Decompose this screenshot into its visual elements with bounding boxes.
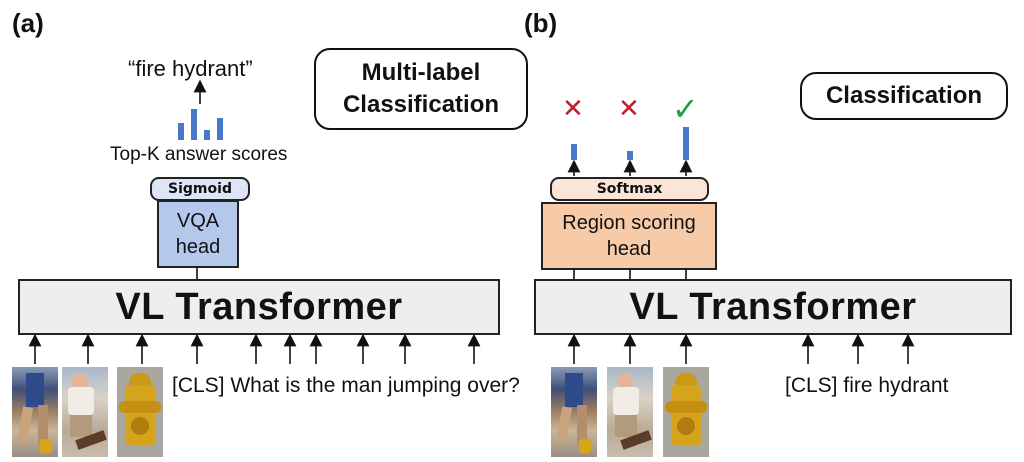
region-scoring-head-box: Region scoring head [541, 202, 717, 270]
top-k-scores-label: Top-K answer scores [110, 144, 288, 165]
score-bar [204, 130, 210, 140]
vl-transformer-b-label: VL Transformer [629, 285, 917, 328]
score-bar [191, 109, 197, 140]
vqa-head-line-2: head [175, 236, 221, 258]
question-input-text: [CLS] What is the man jumping over? [172, 374, 520, 397]
score-bar [178, 123, 184, 140]
image-region-person-2 [62, 367, 108, 457]
image-region-fire-hydrant-b [663, 367, 709, 457]
vl-transformer-b: VL Transformer [534, 279, 1012, 335]
softmax-box: Softmax [550, 177, 709, 201]
image-region-person-1-b [551, 367, 597, 457]
classification-box: Classification [800, 72, 1008, 120]
cross-mark-2: ✕ [618, 94, 640, 124]
multi-label-classification-box: Multi-label Classification [314, 48, 528, 130]
region-score-bar [627, 151, 633, 160]
cross-mark-1: ✕ [562, 94, 584, 124]
softmax-label: Softmax [596, 181, 663, 197]
task-box-line-1: Multi-label [361, 59, 481, 86]
task-box-line-2: Classification [342, 91, 500, 118]
text-input-b: [CLS] fire hydrant [785, 374, 949, 397]
region-head-line-1: Region scoring [562, 212, 696, 234]
region-head-line-2: head [606, 238, 652, 260]
region-score-bar [571, 144, 577, 160]
image-region-fire-hydrant [117, 367, 163, 457]
check-mark: ✓ [672, 90, 699, 128]
vqa-head-line-1: VQA [176, 210, 220, 232]
image-region-person-2-b [607, 367, 653, 457]
score-bar [217, 118, 223, 140]
region-score-bar [683, 127, 689, 160]
classification-label: Classification [825, 82, 983, 109]
panel-b-label: (b) [524, 8, 558, 38]
vl-transformer-a: VL Transformer [18, 279, 500, 335]
panel-a-label: (a) [12, 8, 44, 38]
image-region-person-1 [12, 367, 58, 457]
sigmoid-label: Sigmoid [168, 181, 232, 197]
vqa-head-box: VQA head [157, 200, 239, 268]
vl-transformer-a-label: VL Transformer [115, 285, 403, 328]
answer-label: “fire hydrant” [128, 56, 253, 81]
